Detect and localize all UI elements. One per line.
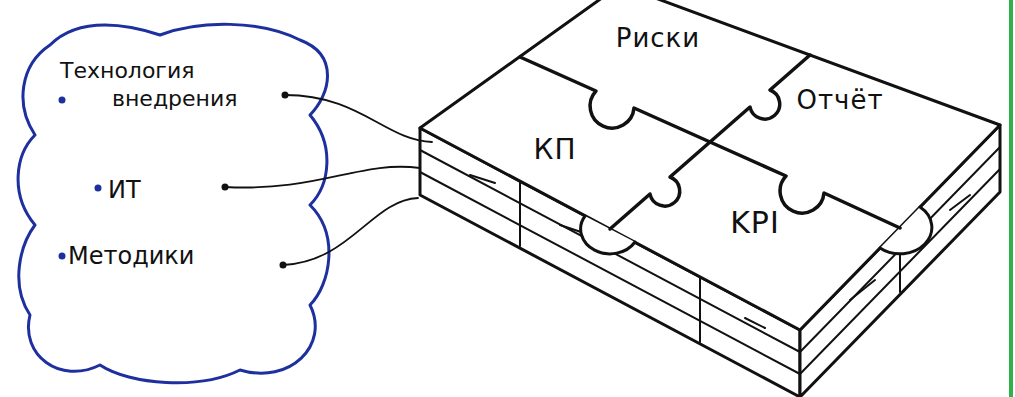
piece-seam — [520, 181, 900, 342]
leader-dot — [280, 262, 287, 269]
bullet-item: Методики — [68, 241, 268, 271]
bullet-item: Технология внедрения — [60, 57, 260, 112]
bullet-dot — [95, 185, 102, 192]
puzzle-piece: КП — [515, 128, 595, 172]
leader-dot — [282, 92, 289, 99]
piece-label: КП — [515, 132, 595, 167]
bullet-dot — [59, 97, 66, 104]
leader-dot — [222, 184, 229, 191]
piece-label: KPI — [700, 204, 810, 242]
leader-line — [282, 92, 433, 143]
idea-cloud: Технология внедренияИТ Методики — [10, 15, 340, 385]
knob-cutout — [880, 207, 932, 254]
piece-label: Отчёт — [785, 84, 895, 117]
puzzle-piece: Отчёт — [785, 80, 895, 124]
puzzle-top-face — [420, 0, 1000, 330]
leader-line-path — [283, 198, 418, 265]
leader-line-path — [225, 167, 420, 188]
cloud-outline-path — [18, 24, 329, 382]
face-scribble — [470, 175, 970, 328]
puzzle-piece: Риски — [598, 18, 718, 62]
knob-cutout — [581, 216, 635, 254]
green-border-line — [1009, 0, 1013, 397]
puzzle-piece: KPI — [700, 200, 810, 246]
leader-line — [222, 167, 421, 191]
piece-border — [520, 57, 710, 142]
piece-border — [610, 142, 710, 229]
bullet-item: ИТ — [108, 175, 188, 205]
piece-border — [710, 55, 810, 142]
piece-label: Риски — [598, 22, 718, 55]
leader-line-path — [285, 95, 432, 142]
leader-line — [280, 198, 419, 269]
face-hatch — [420, 150, 800, 374]
bullet-dot — [59, 253, 66, 260]
